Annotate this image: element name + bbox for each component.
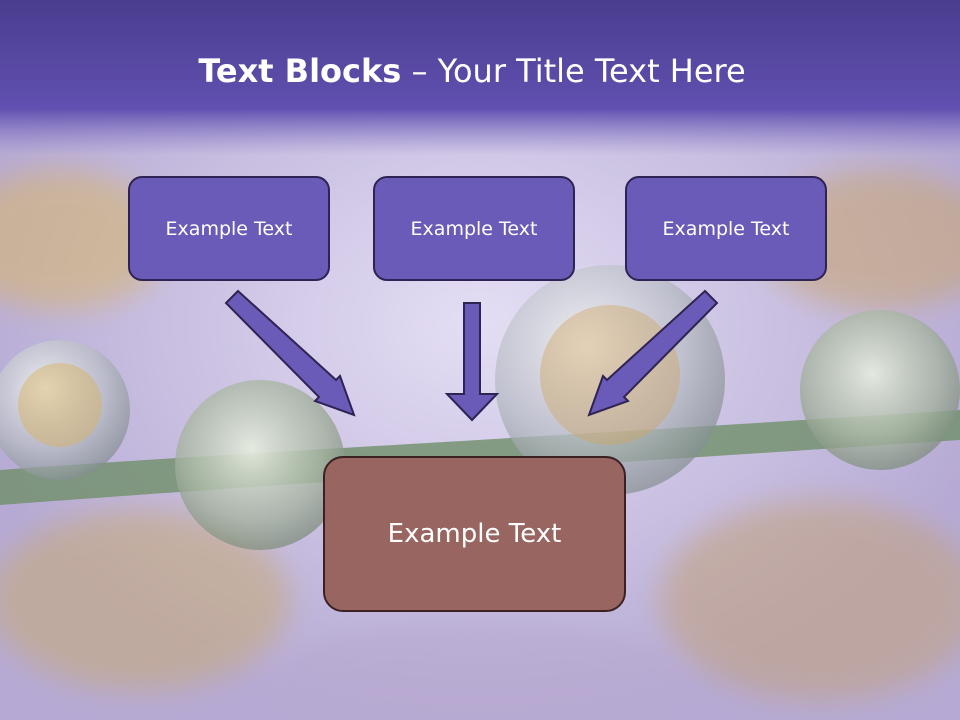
text-block-1-label: Example Text: [165, 217, 293, 240]
main-text-block-label: Example Text: [387, 519, 562, 549]
text-block-3-label: Example Text: [662, 217, 790, 240]
main-text-block: Example Text: [323, 456, 626, 612]
arrow-right: [587, 289, 719, 417]
arrow-center: [444, 302, 500, 422]
text-block-1: Example Text: [128, 176, 330, 281]
text-block-3: Example Text: [625, 176, 827, 281]
text-block-2-label: Example Text: [410, 217, 538, 240]
title-bold: Text Blocks: [198, 52, 402, 90]
title-dash: –: [401, 52, 438, 90]
arrow-left: [224, 289, 356, 417]
text-block-2: Example Text: [373, 176, 575, 281]
title-rest: Your Title Text Here: [437, 52, 746, 90]
page-title: Text Blocks – Your Title Text Here: [0, 52, 944, 90]
